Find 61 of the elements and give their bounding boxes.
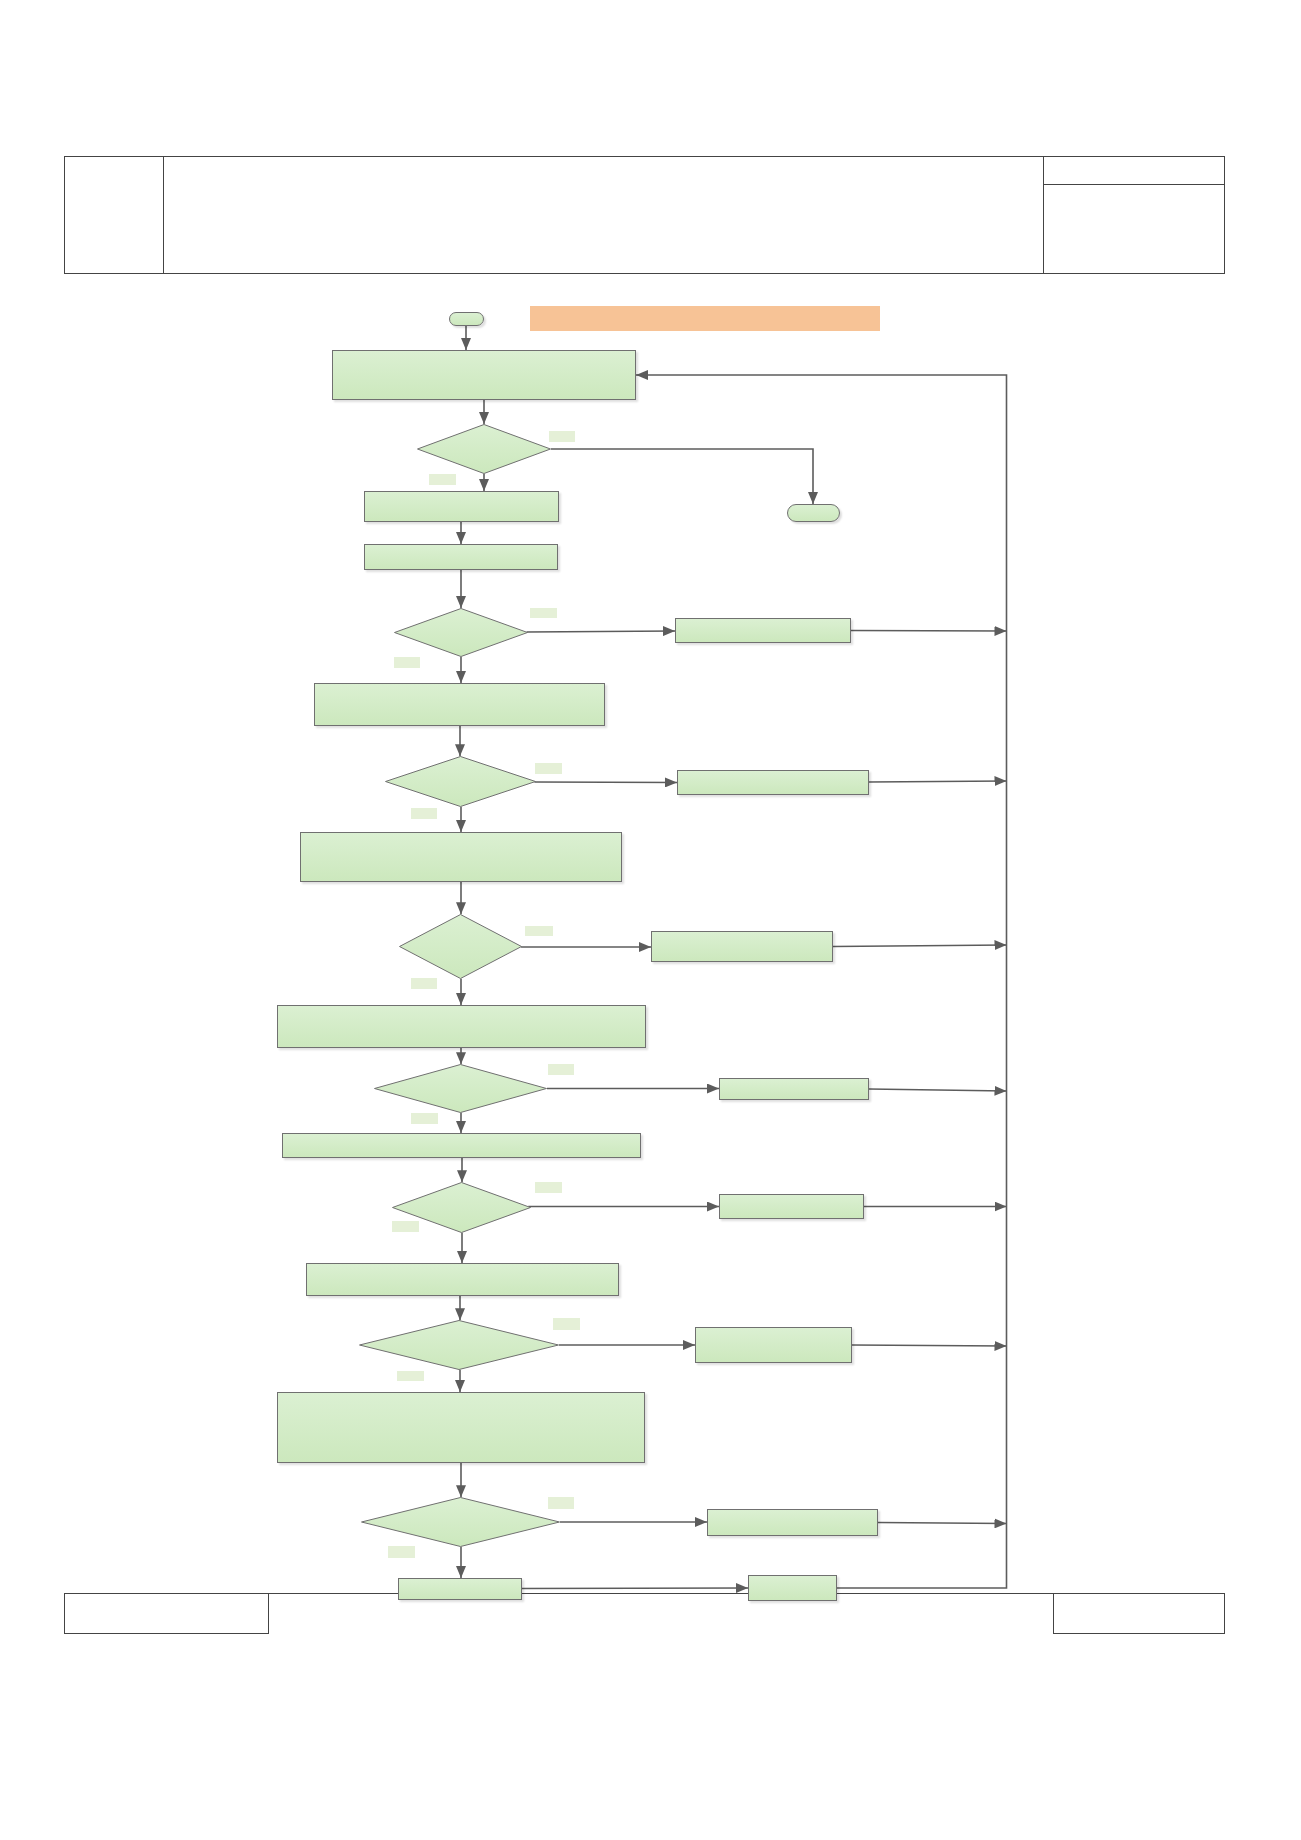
arrow [455,1295,465,1322]
decision-diamond [417,424,551,474]
arrow [868,776,1008,787]
arrow [461,325,471,351]
process-box [398,1578,522,1600]
process-box [695,1327,852,1363]
process-box [364,544,558,570]
arrow [520,942,652,952]
process-box [651,931,833,962]
decision-diamond [374,1064,547,1113]
arrow [533,777,678,788]
process-box [719,1194,864,1219]
arrow [559,1517,708,1527]
process-box [677,770,869,795]
arrow [546,1083,720,1094]
process-box [719,1078,869,1100]
arrow [456,1546,466,1579]
arrow [456,1462,466,1498]
terminator [787,504,840,522]
process-box [675,618,851,643]
arrow [479,399,489,425]
process-box [306,1263,619,1296]
arrow [558,1340,696,1350]
arrow [863,1201,1008,1212]
arrow [456,569,466,609]
decision-diamond [361,1497,560,1547]
arrow [479,473,489,492]
process-box [277,1392,645,1463]
arrow [455,725,465,757]
decision-diamond [359,1320,559,1370]
process-box [300,832,622,882]
arrow [525,626,676,637]
decision-diamond [385,756,536,807]
arrow [456,521,466,545]
process-box [314,683,605,726]
arrow [456,806,466,833]
arrow [457,1232,467,1264]
process-box [282,1133,641,1158]
arrow [550,448,818,505]
arrow [868,1085,1008,1096]
process-box [332,350,636,400]
arrow [456,1047,466,1065]
arrow [832,940,1008,951]
arrow [456,977,466,1006]
decision-diamond [399,914,522,979]
arrow [527,1201,720,1212]
arrow [456,656,466,684]
arrow [877,1518,1008,1529]
decision-diamond [392,1182,531,1233]
process-box [707,1509,878,1536]
arrow [456,881,466,916]
arrow [455,1368,465,1393]
terminator [449,312,484,326]
process-box [364,491,559,522]
arrow [521,1583,749,1594]
process-box [748,1575,837,1601]
arrow [851,1340,1008,1351]
arrow [456,1112,466,1134]
arrow [457,1157,467,1183]
decision-diamond [394,608,528,657]
process-box [277,1005,646,1048]
